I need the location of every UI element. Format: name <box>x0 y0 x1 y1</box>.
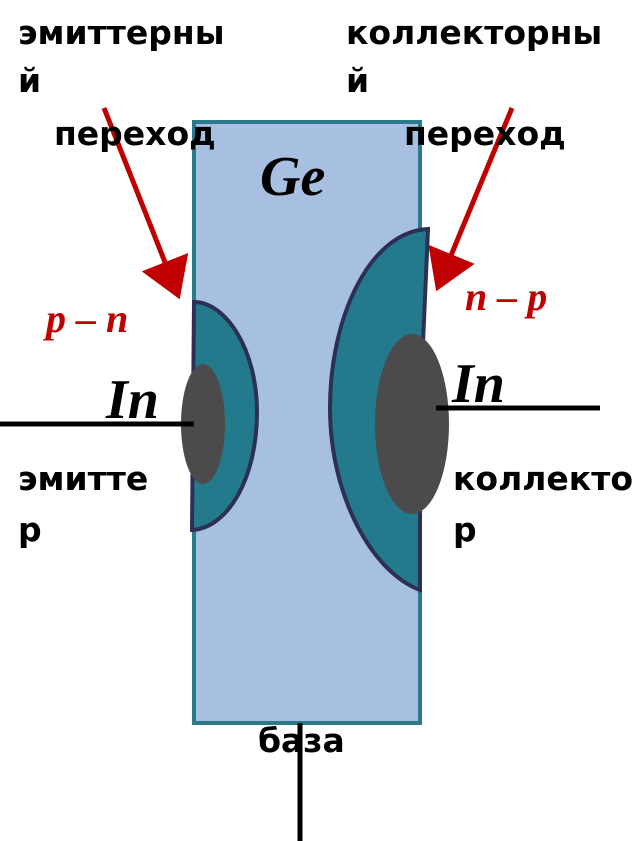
collector-label-line1: коллекто <box>453 459 633 498</box>
collector-junction-label-line1: коллекторны <box>346 13 602 52</box>
collector-junction-label-line2: й <box>346 61 369 100</box>
emitter-junction-label-line2: й <box>18 61 41 100</box>
indium-collector-contact <box>375 334 449 514</box>
base-label: база <box>258 721 345 760</box>
indium-emitter-label: In <box>105 369 159 431</box>
indium-collector-label: In <box>451 353 505 415</box>
collector-junction-arrow <box>428 107 515 292</box>
emitter-label-line1: эмитте <box>18 459 148 498</box>
collector-junction-type: n – p <box>465 274 547 319</box>
germanium-label: Ge <box>260 146 325 208</box>
collector-junction-label-line3: переход <box>404 114 566 153</box>
collector-label-line2: р <box>453 510 477 549</box>
emitter-junction-arrow <box>101 107 189 300</box>
emitter-junction-label-line3: переход <box>54 114 216 153</box>
emitter-junction-label-line1: эмиттерны <box>18 13 225 52</box>
indium-emitter-contact <box>181 364 225 484</box>
emitter-junction-type: p – n <box>43 296 128 341</box>
emitter-label-line2: р <box>18 510 42 549</box>
